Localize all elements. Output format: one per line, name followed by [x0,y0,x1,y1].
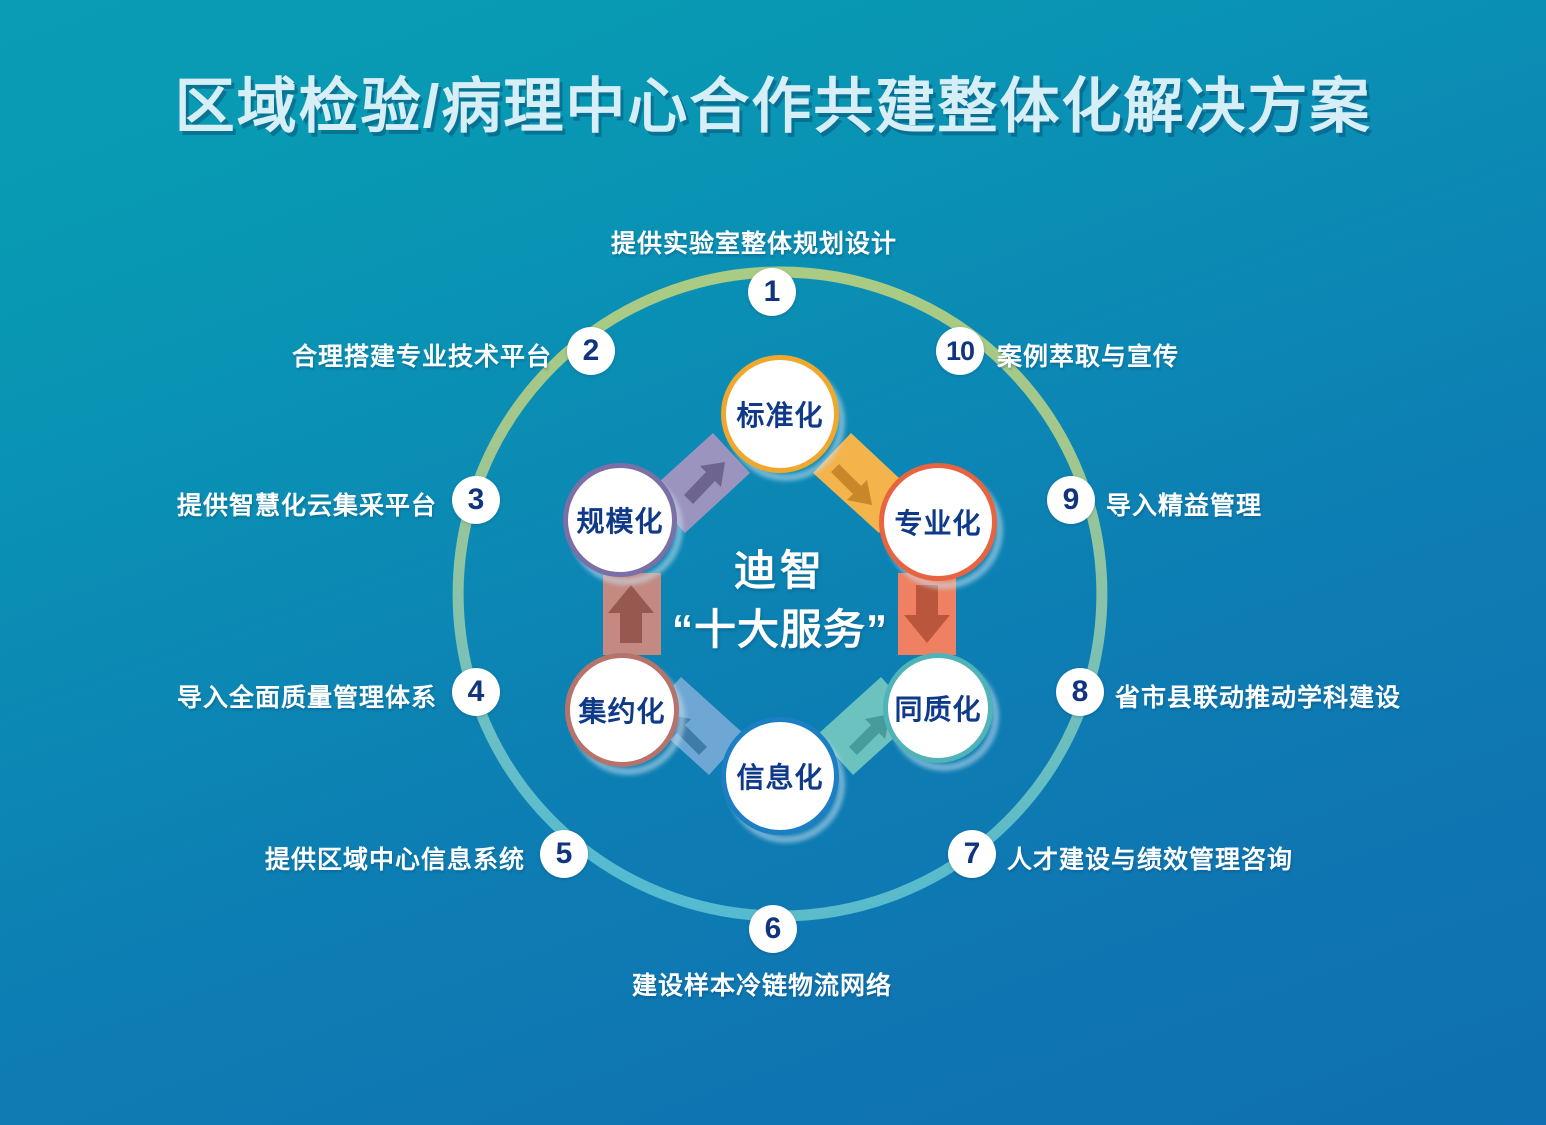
core-node-standardization[interactable]: 标准化 [721,355,839,473]
service-caption-4: 导入全面质量管理体系 [176,684,437,712]
core-node-specialization[interactable]: 专业化 [879,463,997,581]
core-node-label: 标准化 [736,400,824,431]
service-marker-number: 2 [582,334,600,367]
core-node-informatization[interactable]: 信息化 [721,717,839,835]
service-caption-5: 提供区域中心信息系统 [264,846,525,874]
service-caption-3: 提供智慧化云集采平台 [176,492,437,520]
service-marker-6[interactable]: 6 [749,905,797,953]
service-marker-number: 3 [467,483,485,516]
core-node-scaling[interactable]: 规模化 [563,463,677,577]
center-caption: 迪智 “十大服务” [655,545,905,656]
service-caption-6: 建设样本冷链物流网络 [632,972,893,1000]
service-caption-10: 案例萃取与宣传 [997,343,1180,371]
service-marker-number: 5 [555,837,573,870]
service-marker-8[interactable]: 8 [1056,668,1104,716]
service-marker-5[interactable]: 5 [540,830,588,878]
service-marker-2[interactable]: 2 [567,327,615,375]
center-caption-line-2: “十大服务” [671,605,888,653]
service-marker-number: 6 [764,912,782,945]
service-marker-number: 9 [1062,483,1080,516]
service-marker-number: 10 [945,335,975,366]
core-hexagon-cluster: 迪智 “十大服务” 标准化 专业化 同质化 信息化 集约化 规模化 [545,355,1015,843]
core-node-label: 同质化 [894,694,982,725]
flow-arrow-specialization-to-homogenization [898,573,956,655]
service-caption-9: 导入精益管理 [1106,492,1263,520]
core-node-label: 集约化 [578,696,666,727]
service-caption-1: 提供实验室整体规划设计 [611,230,898,258]
center-caption-line-1: 迪智 [733,547,826,594]
page-title: 区域检验/病理中心合作共建整体化解决方案 [174,73,1372,140]
service-caption-2: 合理搭建专业技术平台 [291,343,552,371]
service-marker-9[interactable]: 9 [1047,476,1095,524]
service-marker-1[interactable]: 1 [748,268,796,316]
core-node-label: 专业化 [894,508,982,539]
service-marker-number: 8 [1071,675,1089,708]
flow-arrow-intensification-to-scaling [603,573,661,655]
core-node-intensification[interactable]: 集约化 [565,653,679,767]
service-marker-4[interactable]: 4 [452,668,500,716]
service-marker-number: 7 [963,837,981,870]
outer-ring [450,264,1110,924]
service-caption-8: 省市县联动推动学科建设 [1115,684,1402,712]
service-marker-7[interactable]: 7 [948,830,996,878]
core-node-label: 规模化 [576,506,664,537]
core-node-homogenization[interactable]: 同质化 [883,653,993,763]
service-marker-3[interactable]: 3 [452,476,500,524]
core-node-label: 信息化 [736,762,824,793]
service-marker-10[interactable]: 10 [936,327,984,375]
service-marker-number: 4 [467,675,485,708]
service-caption-7: 人才建设与绩效管理咨询 [1007,846,1294,874]
service-marker-number: 1 [763,275,781,308]
